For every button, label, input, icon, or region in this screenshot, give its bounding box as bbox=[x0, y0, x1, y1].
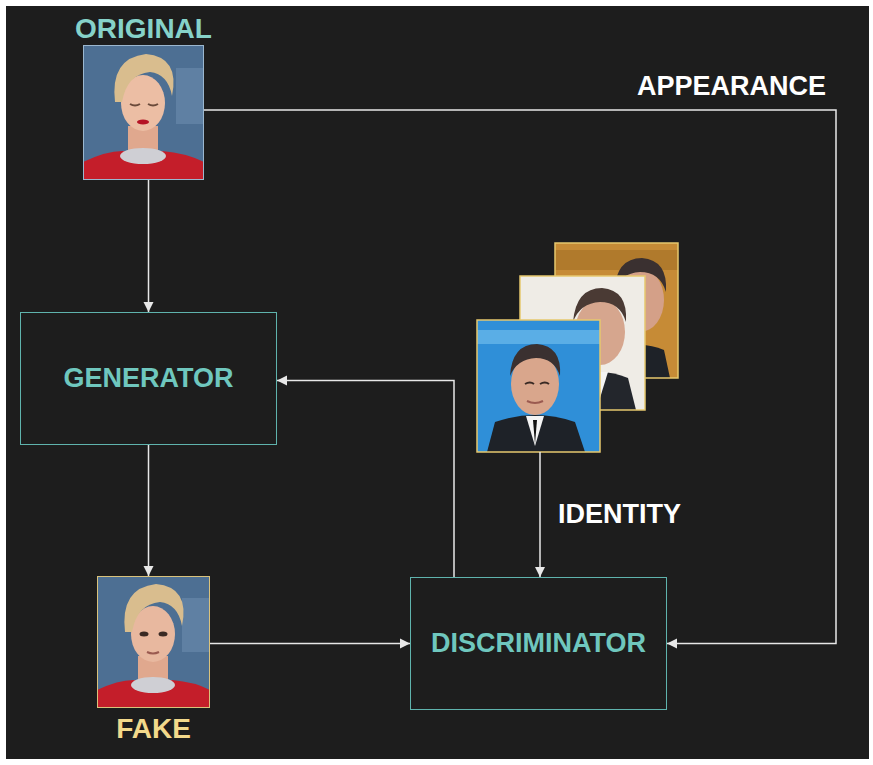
connector bbox=[535, 452, 545, 577]
arrowhead bbox=[400, 639, 410, 649]
connector bbox=[204, 110, 836, 649]
process-box: GENERATOR bbox=[20, 312, 277, 445]
photo-heading: FAKE bbox=[116, 715, 191, 743]
fake-photo-frame: FAKE bbox=[97, 576, 210, 708]
connector bbox=[144, 445, 154, 576]
arrowhead bbox=[277, 376, 287, 386]
photo-heading: ORIGINAL bbox=[75, 15, 212, 43]
connector bbox=[144, 180, 154, 312]
connector-line bbox=[277, 381, 454, 578]
edge-label: APPEARANCE bbox=[637, 73, 826, 100]
identity-photo bbox=[477, 320, 600, 452]
arrowhead bbox=[535, 567, 545, 577]
box-label: DISCRIMINATOR bbox=[431, 630, 646, 657]
box-label: GENERATOR bbox=[63, 365, 233, 392]
process-box: DISCRIMINATOR bbox=[410, 577, 667, 710]
arrowhead bbox=[667, 639, 677, 649]
connector-line bbox=[148, 445, 150, 576]
connector-line bbox=[210, 643, 410, 645]
connector bbox=[277, 376, 454, 578]
connector-line bbox=[204, 110, 836, 644]
arrowhead bbox=[144, 302, 154, 312]
connector-line bbox=[148, 180, 150, 312]
original-photo bbox=[83, 45, 204, 180]
fake-photo bbox=[97, 576, 210, 708]
connector-line bbox=[539, 452, 541, 577]
original-photo-frame: ORIGINAL bbox=[83, 45, 204, 180]
identity-photo-stack bbox=[477, 243, 678, 452]
connector bbox=[210, 639, 410, 649]
edge-label: IDENTITY bbox=[558, 501, 681, 528]
arrowhead bbox=[144, 566, 154, 576]
